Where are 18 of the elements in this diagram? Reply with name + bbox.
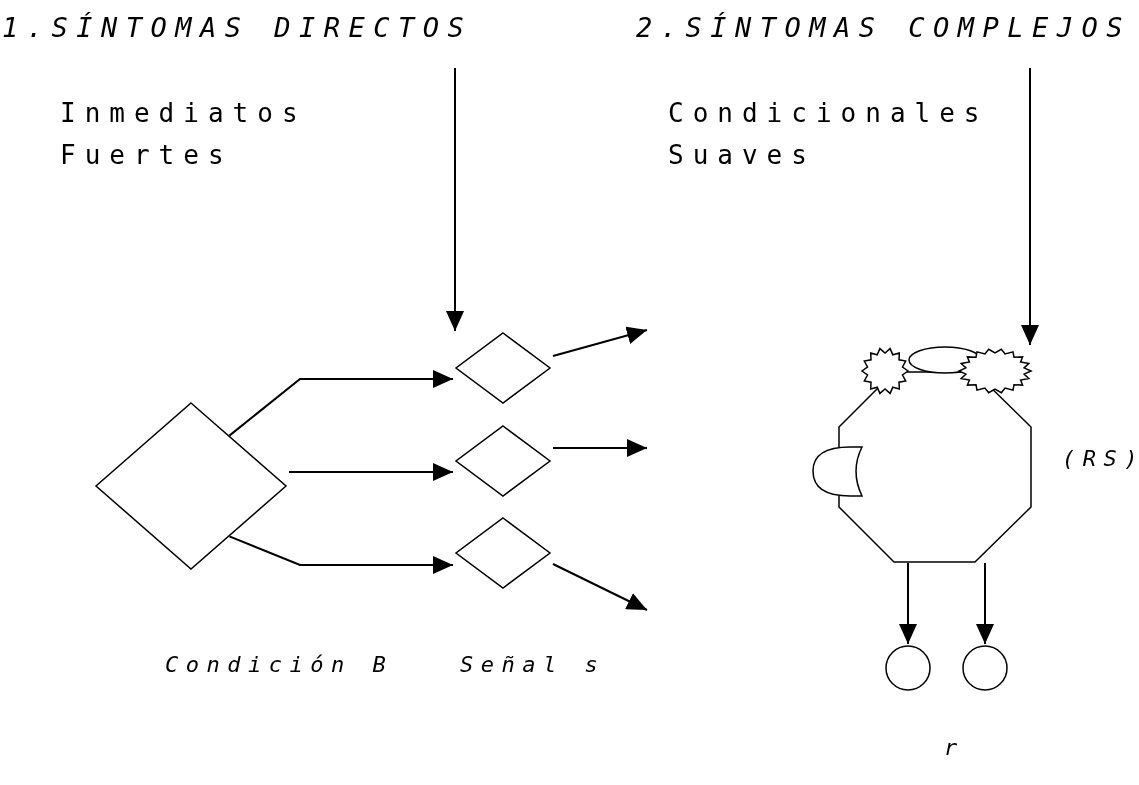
section-heading: 2.SÍNTOMAS COMPLEJOS <box>636 12 1132 45</box>
attribute-text: Inmediatos Fuertes <box>60 97 308 172</box>
node-caption: (RS) <box>1062 446 1139 473</box>
arrow <box>899 562 917 645</box>
arrow <box>228 370 454 437</box>
section-heading: 1.SÍNTOMAS DIRECTOS <box>2 12 473 45</box>
attribute-text: Condicionales Suaves <box>668 97 990 172</box>
arrow <box>976 562 994 645</box>
arrow <box>552 563 648 611</box>
arrow <box>228 535 454 574</box>
arrow <box>288 463 454 481</box>
caption-text: Condición B <box>165 652 394 679</box>
arrow <box>552 326 648 357</box>
arrow <box>446 67 464 332</box>
arrow <box>552 439 648 457</box>
caption-text: r <box>944 735 965 762</box>
arrow <box>1021 67 1039 346</box>
caption-text: Señal s <box>460 652 606 679</box>
